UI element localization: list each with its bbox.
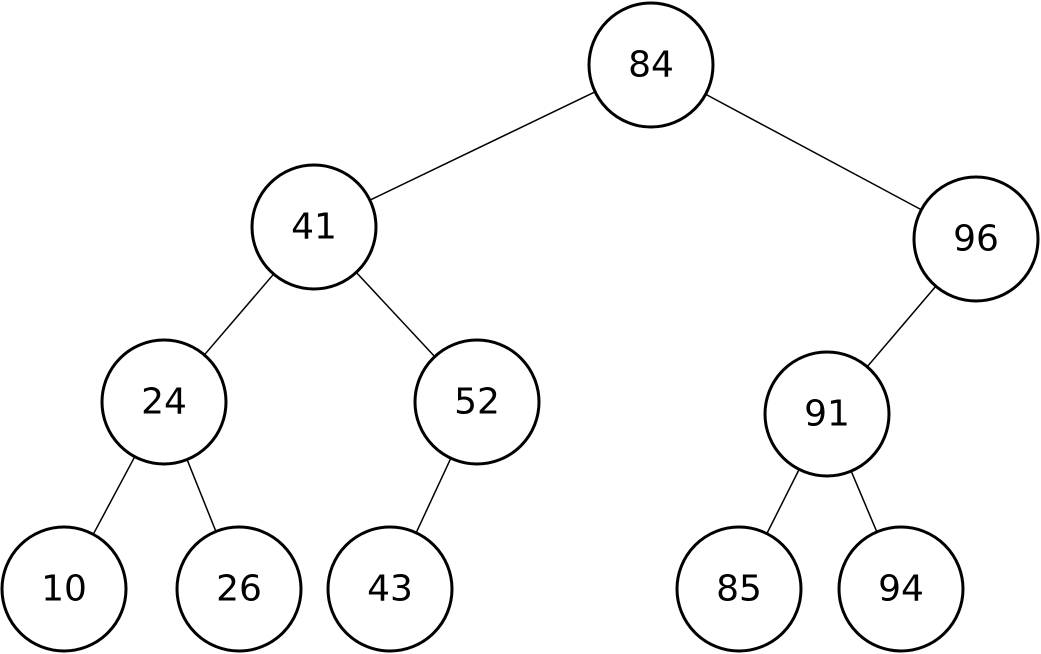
node-circle [912, 175, 1040, 303]
node-value: 43 [367, 569, 413, 610]
edge-24-10 [92, 456, 136, 535]
tree-node-85: 85 [675, 525, 803, 653]
tree-node-52: 52 [413, 338, 541, 466]
edge-84-96 [705, 93, 922, 211]
node-circle [587, 1, 715, 129]
tree-node-41: 41 [250, 163, 378, 291]
edge-84-41 [369, 91, 596, 201]
node-circle [837, 525, 965, 653]
tree-edges [92, 91, 937, 535]
node-value: 24 [141, 382, 187, 423]
tree-node-91: 91 [763, 350, 891, 478]
tree-node-84: 84 [587, 1, 715, 129]
node-value: 96 [953, 219, 999, 260]
edge-41-24 [203, 273, 275, 356]
node-circle [100, 338, 228, 466]
edge-24-26 [186, 459, 217, 532]
node-value: 41 [291, 207, 337, 248]
edge-96-91 [866, 285, 937, 368]
node-value: 94 [878, 569, 924, 610]
node-circle [413, 338, 541, 466]
edge-41-52 [355, 271, 436, 358]
tree-node-96: 96 [912, 175, 1040, 303]
tree-node-43: 43 [326, 525, 454, 653]
node-value: 10 [41, 569, 87, 610]
edge-91-94 [850, 470, 878, 533]
node-circle [0, 525, 128, 653]
tree-node-94: 94 [837, 525, 965, 653]
tree-node-24: 24 [100, 338, 228, 466]
tree-node-10: 10 [0, 525, 128, 653]
node-circle [763, 350, 891, 478]
tree-node-26: 26 [175, 525, 303, 653]
edge-91-85 [766, 469, 800, 534]
node-circle [675, 525, 803, 653]
node-value: 26 [216, 569, 262, 610]
node-value: 85 [716, 569, 762, 610]
node-circle [326, 525, 454, 653]
node-circle [250, 163, 378, 291]
edge-52-43 [415, 457, 452, 534]
node-value: 52 [454, 382, 500, 423]
node-value: 91 [804, 394, 850, 435]
node-value: 84 [628, 45, 674, 86]
node-circle [175, 525, 303, 653]
